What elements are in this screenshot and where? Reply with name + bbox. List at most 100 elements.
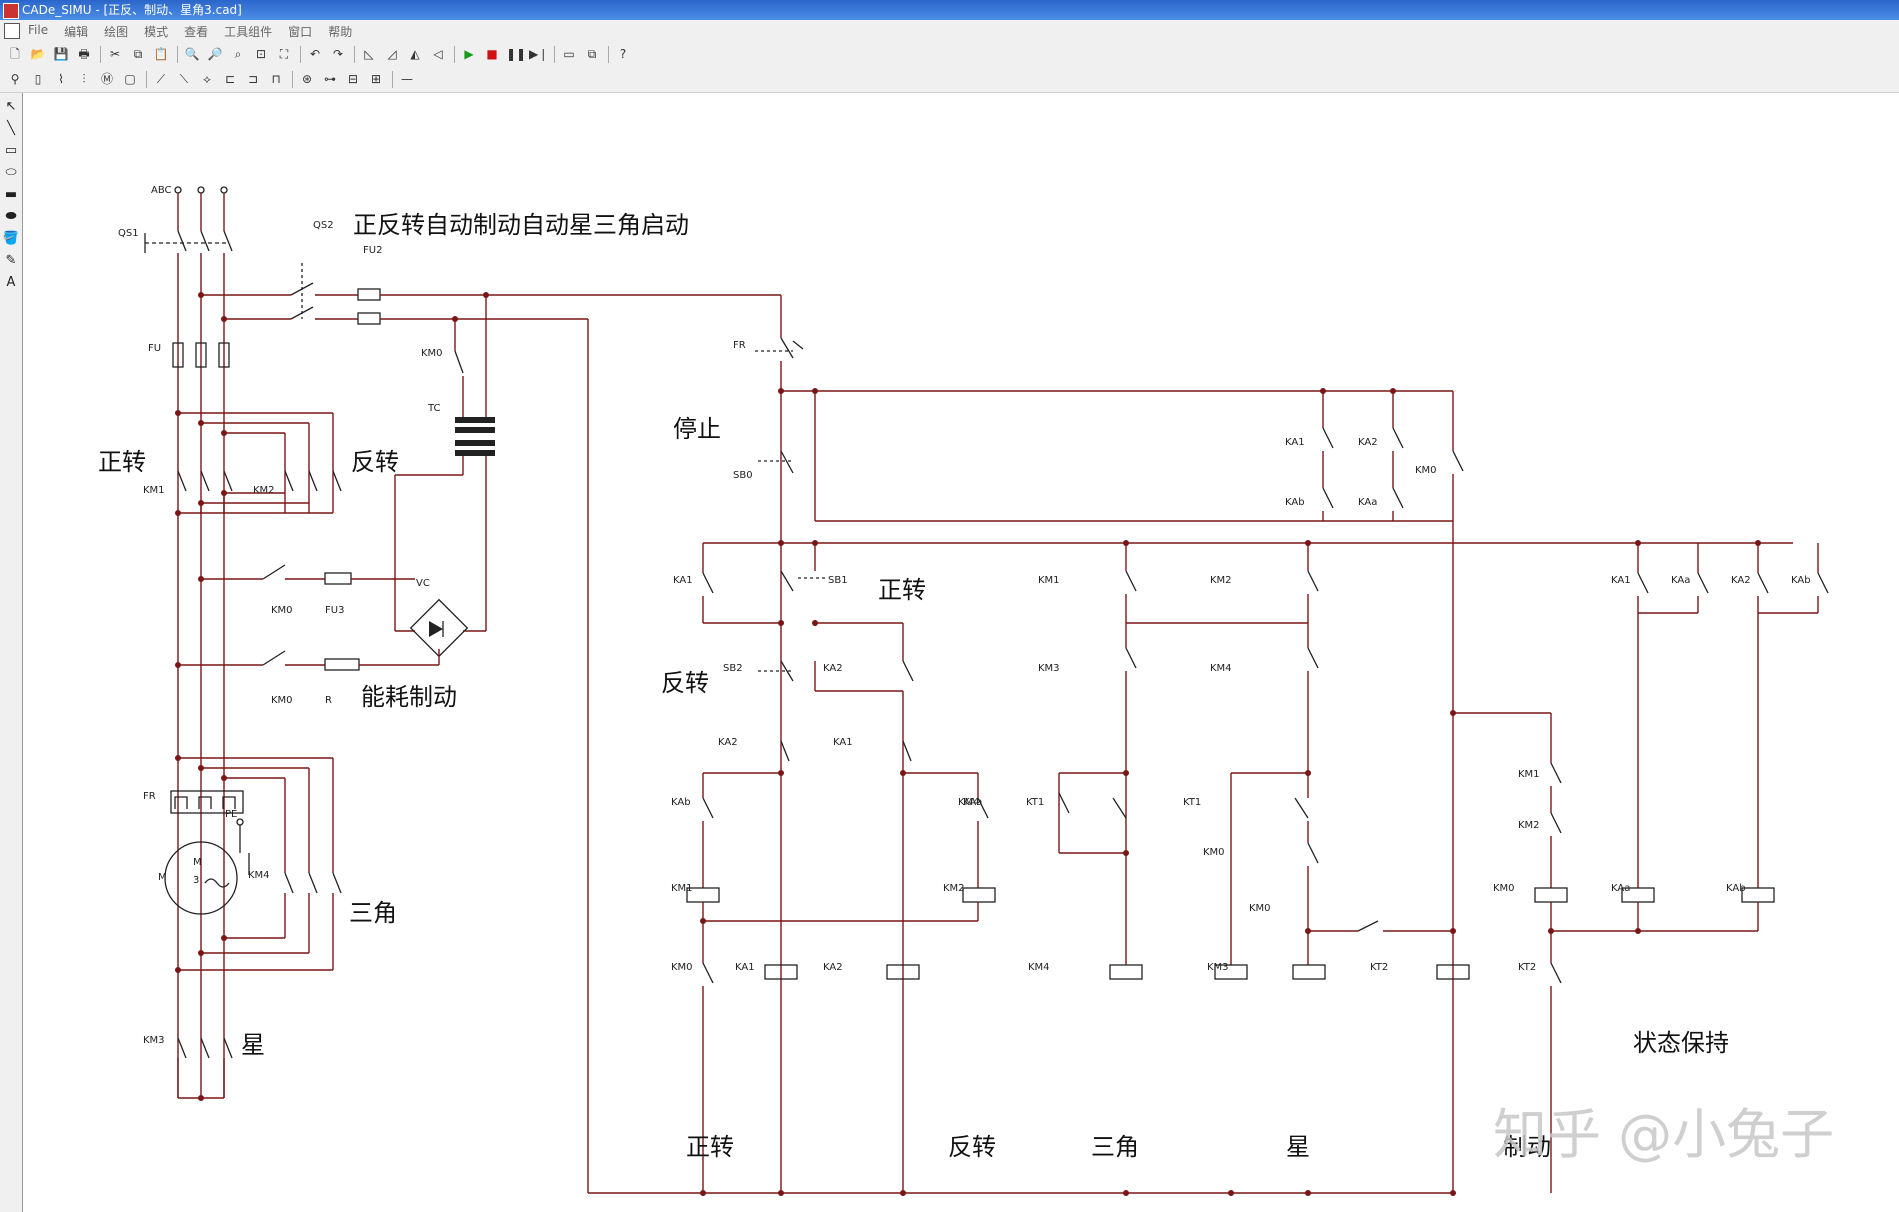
line-tool-icon[interactable]: ╲ bbox=[7, 121, 15, 136]
wire-icon[interactable]: — bbox=[401, 72, 413, 86]
pause-icon[interactable]: ❚❚ bbox=[506, 47, 527, 61]
toolbar-separator bbox=[454, 46, 455, 63]
component-label: KAa bbox=[1358, 497, 1377, 508]
menu-bar: File 编辑 绘图 模式 查看 工具组件 窗口 帮助 bbox=[0, 20, 1899, 43]
component-label: KM3 bbox=[143, 1035, 165, 1046]
save-icon[interactable]: 💾 bbox=[53, 47, 69, 61]
contact-no-icon[interactable]: ⟋ bbox=[156, 72, 166, 86]
help-icon[interactable]: ? bbox=[619, 47, 627, 61]
mirror-icon[interactable]: ◭ bbox=[410, 47, 420, 61]
zoom-icon[interactable]: ⌕ bbox=[234, 47, 242, 61]
supply-icon[interactable]: ⚲ bbox=[10, 72, 20, 86]
new-icon[interactable]: 🗋 bbox=[10, 47, 20, 61]
coil-icon[interactable]: ⊏ bbox=[224, 72, 236, 86]
thermal-icon[interactable]: ⊓ bbox=[271, 72, 281, 86]
timer-icon[interactable]: ⊐ bbox=[247, 72, 259, 86]
redo-icon[interactable]: ↷ bbox=[332, 47, 344, 61]
rotate-left-icon[interactable]: ◺ bbox=[364, 47, 374, 61]
open-icon[interactable]: 📂 bbox=[30, 47, 46, 61]
menu-item[interactable]: 绘图 bbox=[104, 25, 129, 39]
plc-icon[interactable]: ⊟ bbox=[347, 72, 359, 86]
component-label: KM4 bbox=[248, 870, 270, 881]
component-label: M bbox=[193, 857, 202, 868]
component-label: FR bbox=[143, 791, 156, 802]
menu-item[interactable]: 工具组件 bbox=[224, 25, 273, 39]
switch-icon[interactable]: ⌇ bbox=[58, 72, 64, 86]
component-label: QS1 bbox=[118, 228, 139, 239]
toolbar-separator bbox=[177, 46, 178, 63]
zoom-out-icon[interactable]: 🔎 bbox=[207, 47, 223, 61]
toolbar-separator bbox=[354, 46, 355, 63]
zoom-window-icon[interactable]: ⊡ bbox=[255, 47, 267, 61]
component-label: KM3 bbox=[1207, 962, 1229, 973]
fill-tool-icon[interactable]: 🪣 bbox=[2, 231, 20, 246]
color-tool-icon[interactable]: ✎ bbox=[5, 253, 17, 268]
window-title: CADe_SIMU - [正反、制动、星角3.cad] bbox=[22, 3, 242, 17]
lamp-icon[interactable]: ⊛ bbox=[301, 72, 313, 86]
play-icon[interactable]: ▶ bbox=[464, 47, 474, 61]
step-icon[interactable]: ▶❘ bbox=[529, 47, 549, 61]
component-label: FU3 bbox=[325, 605, 344, 616]
diagram-title: 正反转自动制动自动星三角启动 bbox=[353, 211, 689, 239]
component-label: KM0 bbox=[1203, 847, 1225, 858]
print-icon[interactable]: 🖶 bbox=[78, 47, 90, 61]
component-label: SB1 bbox=[828, 575, 848, 586]
contact-nc-icon[interactable]: ⟍ bbox=[179, 72, 189, 86]
component-label: KM4 bbox=[1210, 663, 1232, 674]
component-label: 3 bbox=[193, 875, 199, 886]
flip-icon[interactable]: ◁ bbox=[433, 47, 443, 61]
ellipse-tool-icon[interactable]: ⬭ bbox=[5, 165, 17, 180]
menu-item[interactable]: 查看 bbox=[184, 25, 209, 39]
windows-icon[interactable]: ⧉ bbox=[587, 47, 597, 61]
component-label: KM4 bbox=[1028, 962, 1050, 973]
toolbar-separator bbox=[608, 46, 609, 63]
motor-icon[interactable]: Ⓜ bbox=[100, 72, 113, 86]
sensor-icon[interactable]: ⊶ bbox=[324, 72, 336, 86]
component-label: KM0 bbox=[671, 962, 693, 973]
zoom-all-icon[interactable]: ⛶ bbox=[279, 47, 289, 61]
multi-switch-icon[interactable]: ⫶ bbox=[82, 72, 86, 86]
cut-icon[interactable]: ✂ bbox=[109, 47, 121, 61]
label-forward-power: 正转 bbox=[98, 448, 146, 476]
component-toolbar: ⚲ ▯ ⌇ ⫶ Ⓜ ▢ ⟋ ⟍ ⟡ ⊏ ⊐ ⊓ ⊛ ⊶ ⊟ ⊞ — bbox=[0, 67, 1899, 93]
drawing-palette: ↖ ╲ ▭ ⬭ ▬ ⬬ 🪣 ✎ A bbox=[0, 93, 23, 1212]
terminal-icon[interactable]: ⊞ bbox=[370, 72, 382, 86]
main-toolbar: 🗋 📂 💾 🖶 ✂ ⧉ 📋 🔍 🔎 ⌕ ⊡ ⛶ ↶ ↷ ◺ ◿ ◭ ◁ ▶ ■ ❚❚▶❘ ▭ ⧉? bbox=[0, 42, 1899, 68]
text-tool-icon[interactable]: A bbox=[6, 275, 16, 290]
document-icon[interactable] bbox=[4, 23, 20, 39]
undo-icon[interactable]: ↶ bbox=[309, 47, 321, 61]
component-label: KM1 bbox=[1518, 769, 1540, 780]
menu-item[interactable]: File bbox=[28, 23, 49, 37]
component-label: KAa bbox=[1611, 883, 1630, 894]
fuse-icon[interactable]: ▯ bbox=[34, 72, 42, 86]
component-label: KT1 bbox=[1183, 797, 1201, 808]
schematic-svg: ABCQS1QS2FU2FUKM0TCKM1KM2VCKM0FU3KM0RFRP… bbox=[98, 185, 1834, 1196]
filled-rect-tool-icon[interactable]: ▬ bbox=[4, 187, 18, 202]
paste-icon[interactable]: 📋 bbox=[153, 47, 169, 61]
label-delta-power: 三角 bbox=[349, 899, 397, 927]
component-label: KT2 bbox=[1518, 962, 1536, 973]
menu-item[interactable]: 编辑 bbox=[64, 25, 89, 39]
window-icon[interactable]: ▭ bbox=[563, 47, 575, 61]
menu-item[interactable]: 帮助 bbox=[328, 25, 353, 39]
toolbar-separator bbox=[392, 71, 393, 88]
component-label: KA1 bbox=[735, 962, 755, 973]
zoom-in-icon[interactable]: 🔍 bbox=[184, 47, 200, 61]
copy-icon[interactable]: ⧉ bbox=[133, 47, 143, 61]
menu-item[interactable]: 模式 bbox=[144, 25, 169, 39]
select-arrow-icon[interactable]: ↖ bbox=[5, 99, 17, 114]
component-label: KAb bbox=[1791, 575, 1811, 586]
component-label: FU bbox=[148, 343, 161, 354]
menu-item[interactable]: 窗口 bbox=[288, 25, 313, 39]
component-label: R bbox=[325, 695, 332, 706]
component-label: KA2 bbox=[823, 663, 843, 674]
relay-icon[interactable]: ▢ bbox=[124, 72, 136, 86]
component-label: KA1 bbox=[1611, 575, 1631, 586]
rect-tool-icon[interactable]: ▭ bbox=[4, 143, 18, 158]
rotate-right-icon[interactable]: ◿ bbox=[387, 47, 397, 61]
stop-icon[interactable]: ■ bbox=[486, 47, 498, 61]
push-icon[interactable]: ⟡ bbox=[203, 72, 211, 86]
filled-ellipse-tool-icon[interactable]: ⬬ bbox=[5, 209, 17, 224]
